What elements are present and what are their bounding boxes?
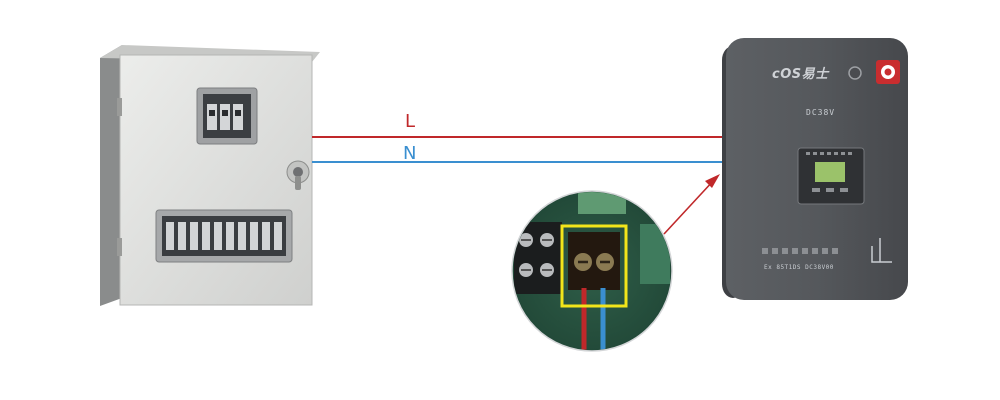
surge-protector-device [722, 38, 908, 300]
ground-symbol-icon [871, 238, 892, 263]
terminal-zoom-inset [511, 190, 673, 352]
cabinet-side [100, 45, 122, 306]
door-hinge [117, 98, 122, 116]
device-bottom-text: Ex 85T1DS DC38V00 [764, 264, 834, 271]
highlight-box [560, 224, 628, 308]
breaker-window [196, 87, 258, 145]
door-lock [286, 160, 310, 190]
device-brand: ᴄOS易士 [772, 67, 829, 82]
door-hinge [117, 238, 122, 256]
inset-border [511, 190, 673, 352]
status-panel [797, 147, 865, 205]
distribution-cabinet [100, 45, 320, 306]
callout-arrow [663, 174, 720, 235]
device-model-text: DC38V [806, 108, 836, 117]
breaker-row [155, 209, 293, 263]
pcb-connector [578, 192, 626, 214]
neutral-wire-label: N [403, 143, 417, 164]
line-wire-label: L [405, 111, 416, 132]
terminal-block [762, 248, 838, 254]
brand-logo-icon [876, 60, 900, 84]
highlighted-terminal [568, 232, 620, 290]
screw-icon [848, 66, 862, 80]
lcd-display [815, 162, 845, 182]
